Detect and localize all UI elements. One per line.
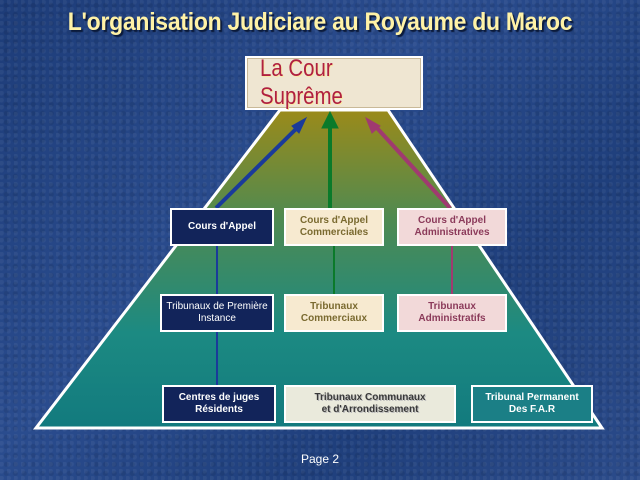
tribunal-permanent-far-label: Tribunal Permanent Des F.A.R (485, 392, 579, 415)
arrow-center (321, 110, 339, 208)
cours-appel-commerciales-label: Cours d'Appel Commerciales (299, 215, 369, 238)
tribunaux-premiere-instance-label: Tribunaux de Première Instance (166, 301, 268, 324)
tribunal-permanent-far-box: Tribunal Permanent Des F.A.R (471, 385, 593, 423)
cours-appel-administratives-label: Cours d'Appel Administratives (414, 215, 490, 238)
arrow-left (214, 116, 308, 210)
cour-supreme-label: La Cour Suprême (260, 55, 343, 110)
tribunaux-premiere-instance-box: Tribunaux de Première Instance (160, 294, 274, 332)
tribunaux-administratifs-box: Tribunaux Administratifs (397, 294, 507, 332)
page-number: Page 2 (300, 452, 340, 466)
cours-appel-commerciales-box: Cours d'Appel Commerciales (284, 208, 384, 246)
slide-title: L'organisation Judiciare au Royaume du M… (67, 8, 573, 36)
tribunaux-administratifs-label: Tribunaux Administratifs (418, 301, 486, 324)
cours-appel-box: Cours d'Appel (170, 208, 274, 246)
centres-juges-residents-label: Centres de juges Résidents (178, 392, 260, 415)
cours-appel-label: Cours d'Appel (188, 221, 256, 232)
cours-appel-administratives-box: Cours d'Appel Administratives (397, 208, 507, 246)
centres-juges-residents-box: Centres de juges Résidents (162, 385, 276, 423)
arrow-right (365, 116, 452, 210)
tribunaux-communaux-box: Tribunaux Communaux et d'Arrondissement (284, 385, 456, 423)
cour-supreme-box: La Cour Suprême (245, 55, 423, 110)
tribunaux-commerciaux-box: Tribunaux Commerciaux (284, 294, 384, 332)
tribunaux-communaux-label: Tribunaux Communaux et d'Arrondissement (314, 392, 426, 415)
pyramid-shape (32, 108, 605, 430)
tribunaux-commerciaux-label: Tribunaux Commerciaux (300, 301, 368, 324)
